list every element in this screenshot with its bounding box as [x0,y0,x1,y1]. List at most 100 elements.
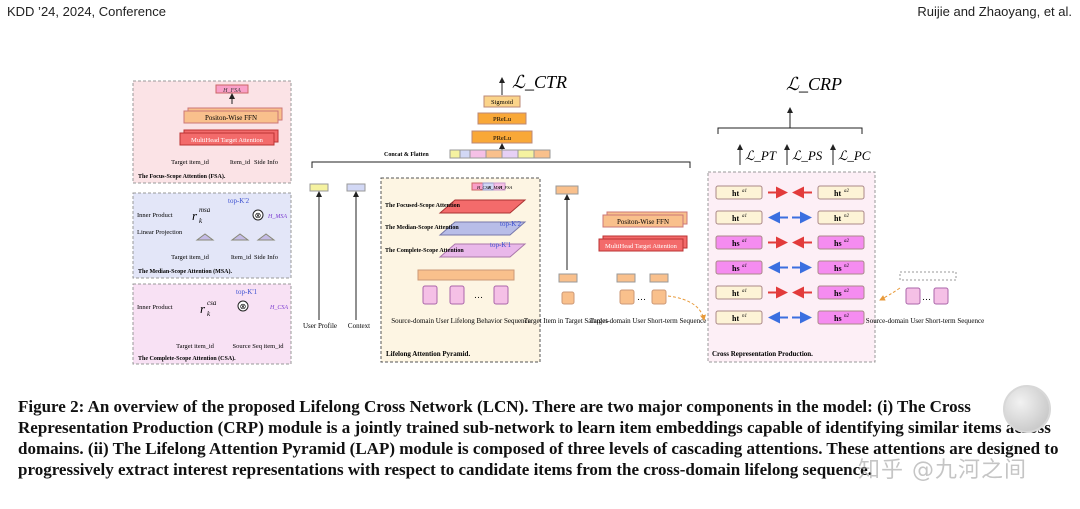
source-short-label: Source-domain User Short-term Sequence [866,317,984,325]
csa-inner-label: Inner Product [137,304,173,311]
crp-embedding-label: ht [732,189,739,198]
crp-embedding-sup: n2 [844,264,850,269]
msa-title: The Median-Scope Attention (MSA). [138,268,232,275]
crp-embedding-box [817,210,865,225]
crp-embedding-label: ht [732,314,739,323]
lap-topk2: top-K'2 [500,220,522,228]
msa-side-label: Side Info [254,254,278,261]
svg-text:⊗: ⊗ [240,302,247,311]
crp-embedding-box [715,285,763,300]
crp-embedding-label: hs [732,264,740,273]
crp-embedding-box [715,310,763,325]
crp-embedding-label: hs [834,239,842,248]
crp-embedding-box [715,260,763,275]
loss-ctr: ℒ_CTR [512,72,567,92]
fsa-target-label: Target item_id [171,159,210,166]
ctr-stack: ℒ_CTR Sigmoid PReLu PReLu Concat & Flatt… [311,72,691,168]
msa-panel: Inner Product Linear Projection r msa k … [132,192,292,279]
svg-text:⊗: ⊗ [255,211,262,220]
crp-embedding-box [715,210,763,225]
msa-target-label: Target item_id [171,254,210,261]
crp-embedding-sup: n2 [844,214,850,219]
sigmoid-box: Sigmoid [491,99,514,106]
lap-title: Lifelong Attention Pyramid. [386,350,470,358]
msa-topk-label: top-K'2 [228,197,250,205]
crp-embedding-label: hs [834,264,842,273]
fsa-side-label: Side Info [254,159,278,166]
msa-r-symbol: r [192,208,198,223]
fsa-ffn-label: Positon-Wise FFN [205,114,257,122]
lap-topk1: top-K'1 [490,241,512,249]
crp-embedding-box [817,310,865,325]
crp-embedding-label: hs [732,239,740,248]
lap-src-label: Source-domain User Lifelong Behavior Seq… [391,317,531,325]
crp-embedding-sup: a2 [844,289,850,294]
prelu-box-1: PReLu [493,116,512,123]
short-term-label: Target-domain User Short-term Sequence [590,317,707,325]
fsa-attn-label: MultiHead Target Attention [191,137,264,144]
crp-embedding-sup: a2 [844,189,850,194]
loss-crp: ℒ_CRP [786,74,842,94]
crp-embedding-sup: n1 [742,314,747,319]
loss-pt: ℒ_PT [745,148,777,163]
crp-embedding-box [817,235,865,250]
csa-r-sup: csa [207,299,217,307]
csa-panel: Inner Product r csa k top-K'1 ⊗ H_CSA Ta… [132,283,292,365]
mid-attn-label: MultiHead Target Attention [605,243,678,250]
running-header-right: Ruijie and Zhaoyang, et al. [917,4,1072,19]
prelu-box-2: PReLu [493,135,512,142]
static-inputs: User Profile Context [303,183,370,330]
watermark-text: 知乎 @九河之间 [858,458,1027,483]
crp-embedding-label: ht [834,189,841,198]
fsa-item-label: Item_id [230,159,251,166]
lap-h-msa: H_MSA [487,185,502,190]
crp-embedding-box [817,260,865,275]
crp-embedding-box [715,185,763,200]
crp-embedding-sup: n2 [844,314,850,319]
csa-title: The Complete-Scope Attention (CSA). [138,355,236,362]
msa-r-sup: msa [199,206,211,214]
crp-embedding-sup: a1 [742,289,747,294]
svg-text:…: … [474,290,483,300]
crp-embedding-label: hs [834,289,842,298]
lap-focused-label: The Focused-Scope Attention [385,203,461,209]
csa-topk-label: top-K'1 [236,288,258,296]
crp-embedding-label: ht [834,214,841,223]
crp-embedding-label: hs [834,314,842,323]
target-item-label: Target Item in Target Samples [524,317,608,325]
lcn-figure: H_FSA Positon-Wise FFN MultiHead Target … [132,72,984,365]
lap-h-csa: H_CSA [476,185,491,190]
crp-embedding-box [715,235,763,250]
crp-embedding-sup: a2 [844,239,850,244]
mid-ffn-label: Positon-Wise FFN [617,218,669,226]
crp-embedding-sup: a1 [742,264,747,269]
csa-target-label: Target item_id [176,343,215,350]
fsa-out-label: H_FSA [222,88,241,94]
watermark-logo [1003,385,1051,433]
fsa-title: The Focus-Scope Attention (FSA). [138,173,226,180]
context-label: Context [348,322,370,330]
csa-r-symbol: r [200,301,206,316]
lap-median-label: The Median-Scope Attention [385,225,459,231]
running-header-left: KDD ’24, 2024, Conference [7,4,166,19]
msa-linear-label: Linear Projection [137,229,183,236]
lap-h-fsa: H_FSA [498,185,512,190]
lap-complete-label: The Complete-Scope Attention [385,248,464,254]
figure-caption: Figure 2: An overview of the proposed Li… [18,397,1059,479]
fsa-panel: H_FSA Positon-Wise FFN MultiHead Target … [132,80,292,184]
crp-embedding-label: ht [732,289,739,298]
loss-ps: ℒ_PS [792,148,823,163]
msa-inner-label: Inner Product [137,212,173,219]
concat-label: Concat & Flatten [384,152,429,158]
csa-out-label: H_CSA [269,305,288,311]
crp-embedding-box [817,185,865,200]
svg-text:…: … [922,292,931,302]
crp-embedding-sup: a1 [742,189,747,194]
source-short-term-input: … Source-domain User Short-term Sequence [866,271,984,325]
csa-source-label: Source Seq item_id [233,343,285,350]
